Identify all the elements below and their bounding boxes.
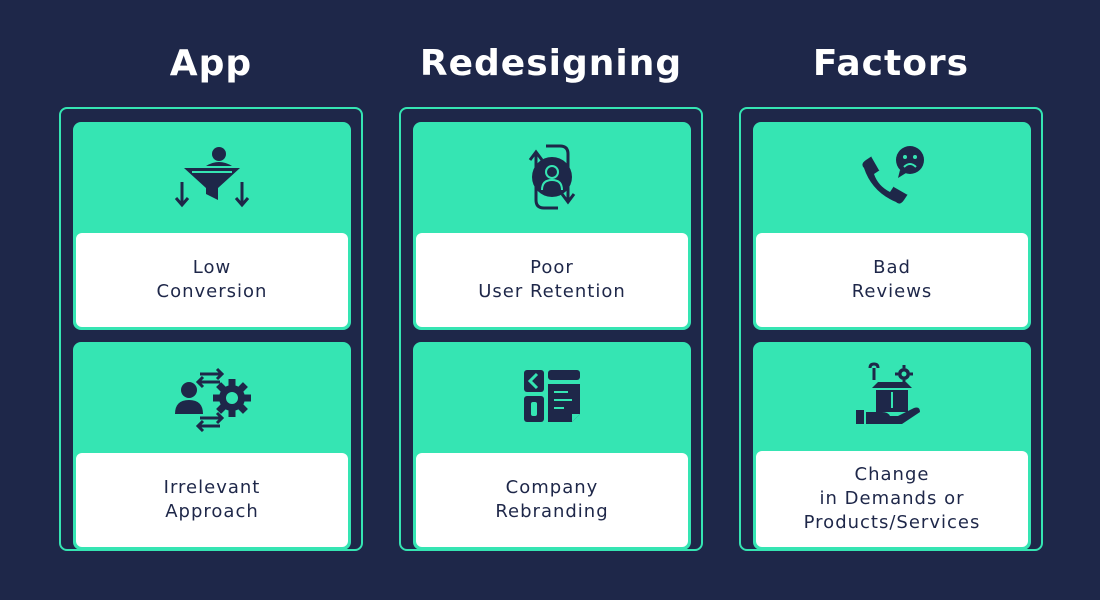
card-label-line: User Retention (478, 281, 626, 302)
funnel-conversion-icon (162, 142, 262, 212)
card-label-line: Rebranding (495, 501, 609, 522)
card-label-line: Bad (873, 257, 911, 278)
card-label-line: Approach (165, 501, 259, 522)
heading-app: App (169, 43, 253, 84)
card-change-in-demands: Change in Demands or Products/Services (753, 342, 1031, 550)
column-app: Low Conversion (59, 107, 363, 551)
card-label-line: Change (854, 464, 930, 485)
card-low-conversion: Low Conversion (73, 122, 351, 330)
card-label-line: Irrelevant (163, 477, 261, 498)
card-label: Company Rebranding (416, 453, 688, 547)
user-gear-exchange-icon (162, 362, 262, 432)
card-label-line: Reviews (851, 281, 933, 302)
card-label: Change in Demands or Products/Services (756, 451, 1028, 547)
user-retention-cycle-icon (502, 142, 602, 212)
column-factors: Bad Reviews Change in Demands or (739, 107, 1043, 551)
hand-product-box-icon (842, 362, 942, 432)
phone-sad-chat-icon (842, 142, 942, 212)
card-poor-user-retention: Poor User Retention (413, 122, 691, 330)
column-redesigning: Poor User Retention Company Rebranding (399, 107, 703, 551)
brand-blocks-icon (502, 362, 602, 432)
card-label-line: Company (505, 477, 599, 498)
card-bad-reviews: Bad Reviews (753, 122, 1031, 330)
card-label-line: Low (192, 257, 232, 278)
card-label-line: Products/Services (803, 512, 981, 533)
card-company-rebranding: Company Rebranding (413, 342, 691, 550)
card-label: Bad Reviews (756, 233, 1028, 327)
card-irrelevant-approach: Irrelevant Approach (73, 342, 351, 550)
card-label: Poor User Retention (416, 233, 688, 327)
card-label-line: Poor (530, 257, 574, 278)
card-label-line: Conversion (156, 281, 268, 302)
card-label: Low Conversion (76, 233, 348, 327)
card-label-line: in Demands or (819, 488, 965, 509)
heading-factors: Factors (812, 43, 970, 84)
heading-redesigning: Redesigning (419, 43, 683, 84)
card-label: Irrelevant Approach (76, 453, 348, 547)
